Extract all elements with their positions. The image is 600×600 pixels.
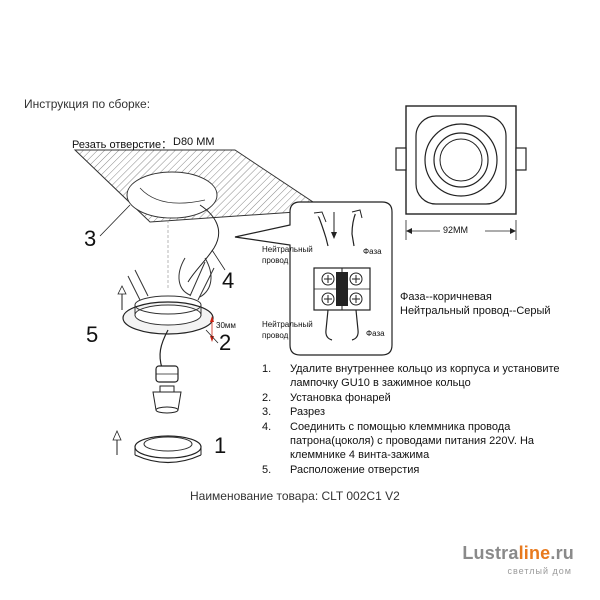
neutral-label-top-1: Нейтральный xyxy=(262,245,313,254)
inner-ring xyxy=(134,435,202,464)
brand-logo[interactable]: Lustraline.ru xyxy=(462,543,574,564)
cut-hole-value: D80 MM xyxy=(173,136,215,148)
up-arrow-5 xyxy=(117,285,127,310)
leader-3 xyxy=(99,204,131,237)
bottom-wires xyxy=(325,309,359,341)
brand-main: Lustra xyxy=(462,543,519,563)
dimension-label: 92ММ xyxy=(443,225,469,235)
product-name: Наименование товара: CLT 002C1 V2 xyxy=(190,489,400,503)
lamp-wire xyxy=(159,329,169,369)
leader-4 xyxy=(211,249,226,271)
cut-hole-label: Резать отверстие： xyxy=(72,139,173,151)
brand-accent: line xyxy=(518,543,551,563)
legend-neutral: Нейтральный провод--Серый xyxy=(400,305,551,317)
callout-4: 4 xyxy=(222,268,235,293)
step-item: 5.Расположение отверстия xyxy=(262,463,420,476)
callout-1: 1 xyxy=(214,433,227,458)
callout-2: 2 xyxy=(219,330,232,355)
neutral-label-top-2: провод xyxy=(262,256,289,265)
gu10-bulb xyxy=(152,385,182,414)
callout-3: 3 xyxy=(84,226,97,251)
top-wires xyxy=(313,209,363,247)
fixture-body xyxy=(122,257,215,335)
supply-wire xyxy=(187,204,220,283)
step-item: 3.Разрез xyxy=(262,406,326,419)
brand-tagline: светлый дом xyxy=(507,566,572,576)
brand-suffix: .ru xyxy=(550,543,574,563)
instruction-steps: 1.Удалите внутреннее кольцо из корпуса и… xyxy=(262,362,562,477)
step-item: 2.Установка фонарей xyxy=(262,391,391,404)
top-view-fixture xyxy=(395,105,527,215)
depth-label: 30мм xyxy=(216,321,236,330)
step-item: 4.Соединить с помощью клеммника провода … xyxy=(262,420,535,462)
leader-2 xyxy=(205,329,219,344)
lamp-socket xyxy=(155,365,179,383)
terminal-block xyxy=(313,267,371,311)
callout-5: 5 xyxy=(86,322,99,347)
legend-phase: Фаза--коричневая xyxy=(400,291,492,303)
ceiling-panel xyxy=(73,149,327,223)
step-item: 1.Удалите внутреннее кольцо из корпуса и… xyxy=(262,363,560,390)
phase-label-top: Фаза xyxy=(363,247,382,256)
page-title: Инструкция по сборке: xyxy=(24,97,151,111)
neutral-label-bottom-1: Нейтральный xyxy=(262,320,313,329)
up-arrow-1 xyxy=(112,430,122,455)
phase-label-bottom: Фаза xyxy=(366,329,385,338)
dimension-line xyxy=(405,220,517,240)
neutral-label-bottom-2: провод xyxy=(262,331,289,340)
